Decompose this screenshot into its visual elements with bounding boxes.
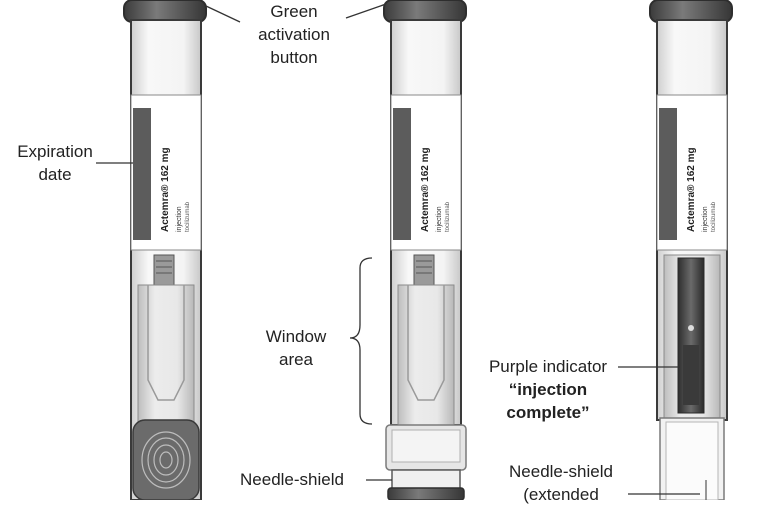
pen-2-form-text: injection [436, 206, 443, 232]
pen-3-cap [650, 0, 732, 22]
green-activation-button-label: Green activation button [240, 0, 348, 69]
pen-1-generic-text: tocilizumab [185, 201, 191, 232]
injection-complete-line-1: “injection [478, 378, 618, 401]
purple-indicator-label: Purple indicator “injection complete” [478, 355, 618, 424]
leader-activation-left [206, 6, 240, 22]
window-area-line-2: area [244, 348, 348, 371]
window-area-label: Window area [244, 325, 348, 371]
pen-2-cap [384, 0, 466, 22]
needle-shield-right-line-1: Needle-shield [486, 460, 636, 483]
pen-2-date-band [393, 108, 411, 240]
pen-1-cap [124, 0, 206, 22]
purple-indicator-line: Purple indicator [478, 355, 618, 378]
pen-3-generic-text: tocilizumab [711, 201, 717, 232]
pen-2: Actemra® 162 mg injection tocilizumab [384, 0, 466, 500]
green-activation-line-1: Green [240, 0, 348, 23]
pen-1-form-text: injection [176, 206, 183, 232]
pen-1-brand-text: Actemra® 162 mg [160, 147, 171, 232]
pen-3-date-band [659, 108, 677, 240]
injection-complete-line-2: complete” [478, 401, 618, 424]
expiration-date-label: Expiration date [14, 140, 96, 186]
pen-3-brand-text: Actemra® 162 mg [686, 147, 697, 232]
pen-2-window [398, 285, 454, 425]
expiration-line-1: Expiration [14, 140, 96, 163]
pen-3: Actemra® 162 mg injection tocilizumab [650, 0, 732, 500]
pen-2-plunger-screw [414, 255, 434, 285]
pen-2-generic-text: tocilizumab [445, 201, 451, 232]
pen-1-plunger-screw [154, 255, 174, 285]
green-activation-line-2: activation [240, 23, 348, 46]
pen-2-brand-text: Actemra® 162 mg [420, 147, 431, 232]
expiration-line-2: date [14, 163, 96, 186]
window-area-line-1: Window [244, 325, 348, 348]
needle-shield-right-label: Needle-shield (extended [486, 460, 636, 506]
pen-1-window [138, 285, 194, 425]
green-activation-line-3: button [240, 46, 348, 69]
needle-shield-right-line-2: (extended [486, 483, 636, 506]
pen-3-form-text: injection [702, 206, 709, 232]
leader-activation-right [346, 4, 386, 18]
needle-shield-left-line: Needle-shield [220, 468, 364, 491]
expiration-date-band [133, 108, 151, 240]
pen-1: Actemra® 162 mg injection tocilizumab [124, 0, 206, 500]
window-area-bracket [350, 258, 372, 424]
needle-shield-left-label: Needle-shield [220, 468, 364, 491]
